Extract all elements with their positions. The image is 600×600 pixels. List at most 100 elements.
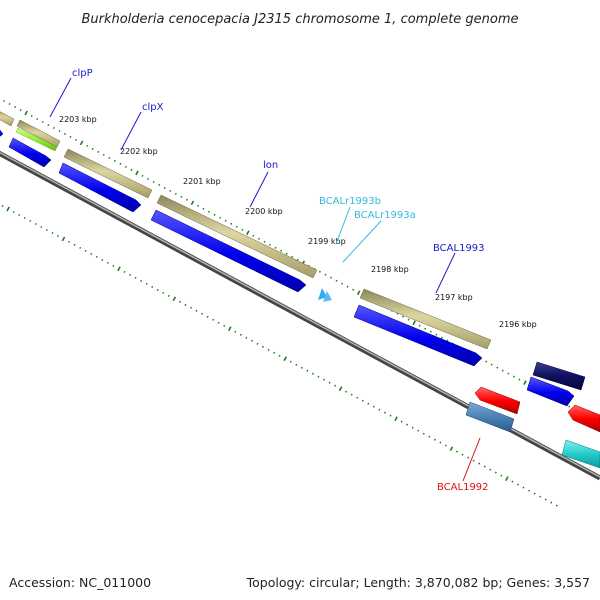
minor-tick xyxy=(512,375,515,378)
gene-label-BCALr1993a[interactable]: BCALr1993a xyxy=(354,210,416,221)
minor-tick xyxy=(485,360,488,363)
minor-tick xyxy=(501,369,504,372)
minor-tick xyxy=(555,504,558,507)
gene-feature-lime-gene[interactable] xyxy=(15,127,58,152)
minor-tick xyxy=(356,396,359,399)
minor-tick xyxy=(169,189,172,192)
major-tick xyxy=(117,266,121,272)
minor-tick xyxy=(306,369,309,372)
minor-tick xyxy=(69,135,72,139)
minor-tick xyxy=(324,273,327,276)
minor-tick xyxy=(128,273,132,276)
major-tick xyxy=(6,206,10,212)
forward-gene-features xyxy=(0,109,492,350)
minor-tick xyxy=(268,243,272,246)
gene-feature-leftmost-gene[interactable] xyxy=(0,109,15,127)
cds-arrow-right-fwd[interactable] xyxy=(526,376,575,407)
cds-arrow-clpP[interactable] xyxy=(8,137,52,168)
minor-tick xyxy=(112,264,115,267)
minor-tick xyxy=(241,228,244,231)
minor-tick xyxy=(496,366,499,369)
minor-tick xyxy=(174,192,177,195)
cds-arrow-reverse-red-right[interactable] xyxy=(567,404,600,433)
minor-tick xyxy=(402,315,405,318)
gene-feature-BCAL1992[interactable] xyxy=(465,401,515,433)
major-tick xyxy=(449,446,454,451)
minor-tick xyxy=(180,195,183,198)
minor-tick xyxy=(317,375,320,378)
minor-tick xyxy=(29,219,32,223)
minor-tick xyxy=(280,249,283,252)
minor-tick xyxy=(101,258,104,261)
minor-tick xyxy=(158,183,161,186)
minor-tick xyxy=(444,444,447,447)
gene-feature-navy[interactable] xyxy=(532,361,586,391)
reverse-features xyxy=(465,386,600,469)
minor-tick xyxy=(528,489,531,492)
minor-tick xyxy=(63,132,66,135)
minor-tick xyxy=(500,474,503,477)
minor-tick xyxy=(400,420,403,423)
tick-label: 2197 kbp xyxy=(435,293,473,302)
minor-tick xyxy=(378,408,381,411)
leader-line-BCAL1992 xyxy=(462,437,481,482)
minor-tick xyxy=(267,348,270,351)
gene-feature-cyan[interactable] xyxy=(561,439,600,469)
gene-label-clpP[interactable]: clpP xyxy=(72,68,93,79)
tick-labels: 2203 kbp 2202 kbp 2201 kbp 2200 kbp 2199… xyxy=(59,115,537,329)
minor-tick xyxy=(285,252,288,255)
gene-label-BCAL1992[interactable]: BCAL1992 xyxy=(437,482,489,493)
minor-tick xyxy=(23,216,26,220)
cds-arrow-lon[interactable] xyxy=(150,209,307,293)
minor-tick xyxy=(429,330,432,333)
cds-arrow-reverse-red[interactable] xyxy=(474,386,521,415)
major-tick xyxy=(227,326,232,332)
minor-tick xyxy=(47,123,50,127)
minor-tick xyxy=(490,363,493,366)
gene-feature-lon-gene[interactable] xyxy=(156,194,318,279)
minor-tick xyxy=(108,156,111,159)
minor-tick xyxy=(147,177,150,180)
rrna-marker-BCALr1993b[interactable] xyxy=(318,288,327,300)
label-leader-lines xyxy=(49,77,481,482)
minor-tick xyxy=(461,453,464,456)
gene-label-lon[interactable]: lon xyxy=(263,160,278,171)
minor-tick xyxy=(230,222,233,225)
minor-tick xyxy=(433,438,436,441)
gene-feature-BCAL1993-gene[interactable] xyxy=(359,288,492,350)
minor-tick xyxy=(106,261,109,264)
minor-tick xyxy=(417,429,420,432)
major-tick xyxy=(246,230,250,236)
gene-label-clpX[interactable]: clpX xyxy=(142,102,164,113)
minor-tick xyxy=(2,99,6,103)
minor-tick xyxy=(494,471,497,474)
minor-tick xyxy=(151,285,154,288)
minor-tick xyxy=(152,180,155,183)
gene-label-BCAL1993[interactable]: BCAL1993 xyxy=(433,243,485,254)
minor-tick xyxy=(58,129,61,133)
gene-feature-clpX-gene[interactable] xyxy=(63,148,153,199)
minor-tick xyxy=(478,462,481,465)
minor-tick xyxy=(91,147,94,150)
minor-tick xyxy=(141,174,144,177)
cds-arrow-clpX[interactable] xyxy=(58,162,142,213)
minor-tick xyxy=(51,231,54,235)
major-tick xyxy=(338,386,343,392)
minor-tick xyxy=(440,336,443,339)
gene-label-BCALr1993b[interactable]: BCALr1993b xyxy=(319,196,381,207)
minor-tick xyxy=(296,258,299,261)
cds-arrow-BCAL1993[interactable] xyxy=(353,304,483,367)
major-tick xyxy=(61,236,66,242)
minor-tick xyxy=(435,333,438,336)
minor-tick xyxy=(134,276,137,279)
major-tick xyxy=(135,170,139,176)
minor-tick xyxy=(113,159,116,162)
forward-cds-features xyxy=(0,127,586,407)
minor-tick xyxy=(341,282,344,285)
minor-tick xyxy=(130,168,133,171)
minor-tick xyxy=(36,117,39,121)
tick-label: 2198 kbp xyxy=(371,265,409,274)
cds-arrow-left-edge[interactable] xyxy=(0,127,4,138)
minor-tick xyxy=(40,225,43,229)
rrna-marker-BCALr1993a[interactable] xyxy=(323,291,332,302)
